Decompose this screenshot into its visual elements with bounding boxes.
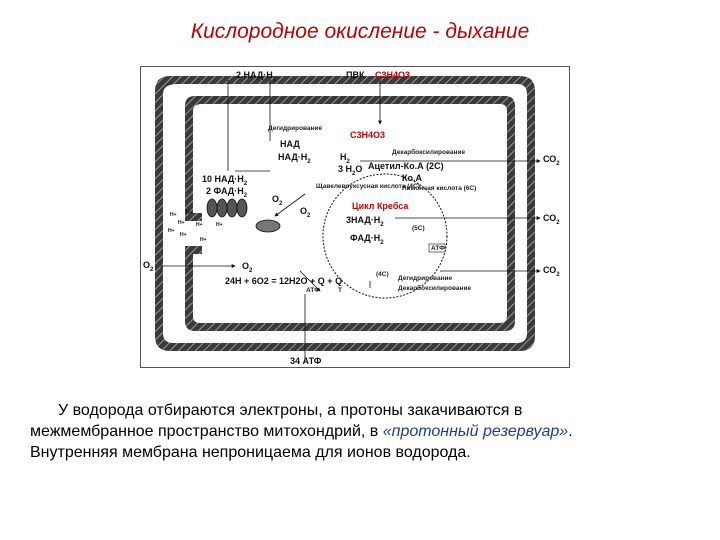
label-equation: 24Н + 6О2 = 12Н2О + Q + Q <box>225 276 342 286</box>
label-citric: Лимонная кислота (6С) <box>402 185 476 192</box>
label-atf-box: АТФ <box>431 245 445 252</box>
label-nadh2: НАД·Н2 <box>278 152 311 165</box>
svg-text:Н+: Н+ <box>180 232 187 238</box>
label-o2-center: О2 <box>242 261 253 274</box>
label-decarboxylation-2: Декарбоксилирование <box>398 284 471 292</box>
slide-title: Кислородное окисление - дыхание <box>190 20 530 43</box>
mitochondrion-diagram: 2 НАД·Н2 ПВК С3Н4О3 Дегидрирование С3Н4О… <box>140 66 570 368</box>
label-o2-a: О2 <box>272 194 283 207</box>
label-o2-b: О2 <box>300 206 311 219</box>
label-2-fadh2: 2 ФАД·Н2 <box>206 186 248 199</box>
label-c3h4o3-inner: С3Н4О3 <box>350 130 385 140</box>
svg-text:Н+: Н+ <box>178 220 185 226</box>
caption-text: У водорода отбираются электроны, а прото… <box>30 400 690 463</box>
label-decarboxylation-1: Декарбоксилирование <box>392 148 465 156</box>
svg-text:Н+: Н+ <box>196 222 203 228</box>
label-fadh2: ФАД·Н2 <box>350 233 384 246</box>
label-co2-3: СО2 <box>543 265 560 278</box>
label-dehydrogenation-2: Дегидрирование <box>398 275 453 282</box>
caption-line-3: Внутренняя мембрана непроницаема для ион… <box>30 444 471 461</box>
label-nad: НАД <box>280 139 300 149</box>
label-t-eq: Т <box>338 287 342 294</box>
svg-text:Н+: Н+ <box>186 210 193 216</box>
label-3nadh2: 3НАД·Н2 <box>346 215 384 228</box>
caption-line-2: межмембранное пространство митохондрий, … <box>30 423 573 440</box>
label-dehydrogenation-1: Дегидрирование <box>268 125 323 132</box>
svg-text:Н+: Н+ <box>170 212 177 218</box>
label-o2-left: О2 <box>143 260 154 273</box>
proton-cluster: Н+ Н+ Н+ Н+ Н+ Н+ Н+ Н+ <box>168 210 223 243</box>
label-oxaloacetic: Щавелевоуксусная кислота (4С) <box>316 183 420 190</box>
label-co2-2: СО2 <box>543 213 560 226</box>
svg-text:Н+: Н+ <box>168 228 175 234</box>
svg-text:Н+: Н+ <box>216 222 223 228</box>
atp-synthase <box>206 198 281 233</box>
label-pvk: ПВК <box>346 70 365 80</box>
label-pvk-formula: С3Н4О3 <box>375 70 410 80</box>
caption-line-1: У водорода отбираются электроны, а прото… <box>58 402 523 419</box>
label-coa: Ко.А <box>402 173 422 183</box>
label-4c: (4С) <box>376 271 389 278</box>
krebs-cycle-circle <box>322 173 448 299</box>
label-krebs-cycle: Цикл Кребса <box>352 201 409 211</box>
label-10-nadh2: 10 НАД·Н2 <box>202 174 248 187</box>
label-co2-1: СО2 <box>543 154 560 167</box>
label-acetyl-coa: Ацетил-Ко.А (2С) <box>368 161 444 171</box>
proton-reservoir-term: «протонный резервуар» <box>382 423 569 440</box>
label-2-nadh2: 2 НАД·Н2 <box>236 70 277 83</box>
svg-text:Н+: Н+ <box>200 237 207 243</box>
label-h2: Н2 <box>340 152 351 165</box>
label-3h2o: 3 Н2О <box>338 164 362 177</box>
label-34-atf: 34 АТФ <box>290 356 322 366</box>
label-5c: (5С) <box>412 225 425 232</box>
label-atf-eq: АТФ <box>306 287 320 294</box>
